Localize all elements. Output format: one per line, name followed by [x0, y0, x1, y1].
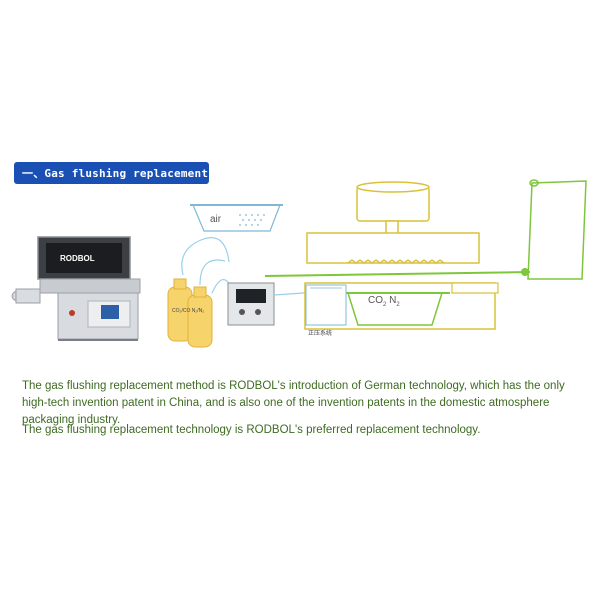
description-paragraph-1: The gas flushing replacement method is R… — [22, 380, 565, 426]
gas-bottles: CO₂/CO N₂/N₂ — [167, 237, 230, 348]
positive-pressure-system: 正压系统 — [305, 284, 347, 337]
sealing-head — [306, 181, 480, 264]
description-paragraph-2: The gas flushing replacement technology … — [22, 424, 481, 436]
section-header-banner: 一、Gas flushing replacement — [14, 162, 209, 184]
air-basket: air — [190, 204, 283, 232]
film-roll — [521, 179, 587, 280]
system-label: 正压系统 — [308, 329, 332, 337]
air-label: air — [210, 214, 222, 225]
sealing-machine-image: RODBOL — [11, 236, 141, 341]
gas-mixer-unit — [211, 278, 319, 326]
machine-brand-label: RODBOL — [60, 254, 95, 263]
gas-flushing-diagram: RODBOL CO₂/CO N₂/N₂ air — [11, 179, 587, 348]
gas-label: CO2 N2 — [368, 295, 400, 308]
bottle-label: CO₂/CO N₂/N₂ — [172, 308, 204, 314]
film-line — [264, 271, 531, 277]
section-header-title: 一、Gas flushing replacement — [22, 167, 209, 180]
